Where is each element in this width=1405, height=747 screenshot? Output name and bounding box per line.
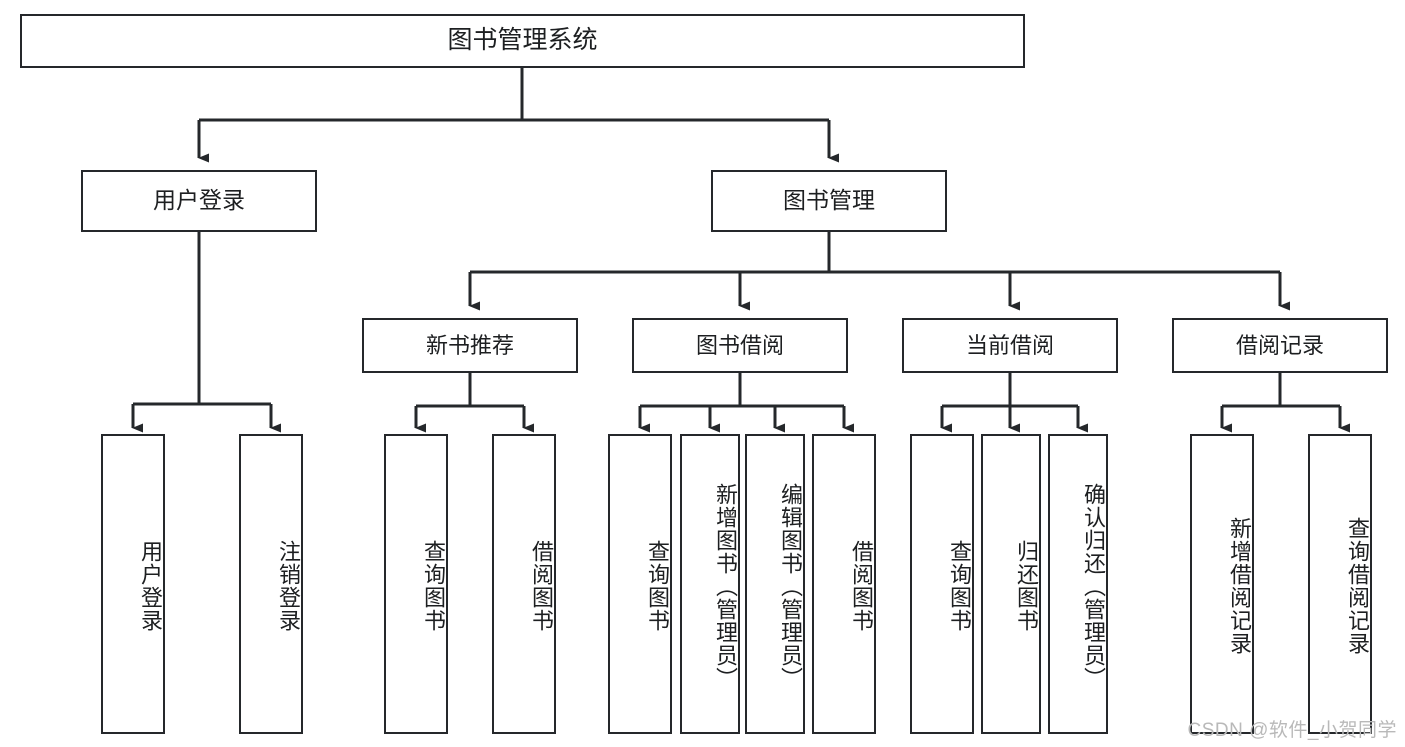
leaf-confirm-return-admin-label: 确认归还（管理员） <box>1081 482 1106 690</box>
leaf-user-login-label: 用户登录 <box>138 540 163 632</box>
node-current-borrow-label: 当前借阅 <box>965 332 1054 358</box>
leaf-borrow-book-new-label: 借阅图书 <box>529 540 554 632</box>
node-borrow-record-label: 借阅记录 <box>1235 332 1324 358</box>
leaf-logout[interactable]: 注销登录 <box>239 434 303 734</box>
leaf-add-book-admin-label: 新增图书（管理员） <box>713 482 738 690</box>
leaf-query-borrow-record-label: 查询借阅记录 <box>1345 517 1370 655</box>
leaf-return-book-label: 归还图书 <box>1014 540 1039 632</box>
leaf-borrow-book-label: 借阅图书 <box>849 540 874 632</box>
leaf-query-book-new-label: 查询图书 <box>421 540 446 632</box>
leaf-query-book-current[interactable]: 查询图书 <box>910 434 974 734</box>
node-book-management[interactable]: 图书管理 <box>711 170 947 232</box>
node-user-login-label: 用户登录 <box>153 187 245 214</box>
leaf-borrow-book[interactable]: 借阅图书 <box>812 434 876 734</box>
node-borrow-record[interactable]: 借阅记录 <box>1172 318 1388 373</box>
node-new-book-recommend[interactable]: 新书推荐 <box>362 318 578 373</box>
watermark: CSDN @软件_小贺同学 <box>1187 720 1397 741</box>
node-root-label: 图书管理系统 <box>447 26 598 55</box>
leaf-user-login[interactable]: 用户登录 <box>101 434 165 734</box>
node-current-borrow[interactable]: 当前借阅 <box>902 318 1118 373</box>
leaf-query-book-new[interactable]: 查询图书 <box>384 434 448 734</box>
leaf-query-borrow-record[interactable]: 查询借阅记录 <box>1308 434 1372 734</box>
leaf-edit-book-admin[interactable]: 编辑图书（管理员） <box>745 434 805 734</box>
leaf-query-book-current-label: 查询图书 <box>947 540 972 632</box>
leaf-logout-label: 注销登录 <box>276 540 301 632</box>
node-book-borrow[interactable]: 图书借阅 <box>632 318 848 373</box>
leaf-confirm-return-admin[interactable]: 确认归还（管理员） <box>1048 434 1108 734</box>
node-book-borrow-label: 图书借阅 <box>695 332 784 358</box>
node-user-login[interactable]: 用户登录 <box>81 170 317 232</box>
node-book-management-label: 图书管理 <box>783 187 875 214</box>
leaf-borrow-book-new[interactable]: 借阅图书 <box>492 434 556 734</box>
leaf-return-book[interactable]: 归还图书 <box>981 434 1041 734</box>
leaf-add-borrow-record[interactable]: 新增借阅记录 <box>1190 434 1254 734</box>
node-root[interactable]: 图书管理系统 <box>20 14 1025 68</box>
leaf-add-borrow-record-label: 新增借阅记录 <box>1227 517 1252 655</box>
leaf-edit-book-admin-label: 编辑图书（管理员） <box>778 482 803 690</box>
leaf-add-book-admin[interactable]: 新增图书（管理员） <box>680 434 740 734</box>
node-new-book-recommend-label: 新书推荐 <box>425 332 514 358</box>
leaf-query-book-borrow[interactable]: 查询图书 <box>608 434 672 734</box>
leaf-query-book-borrow-label: 查询图书 <box>645 540 670 632</box>
